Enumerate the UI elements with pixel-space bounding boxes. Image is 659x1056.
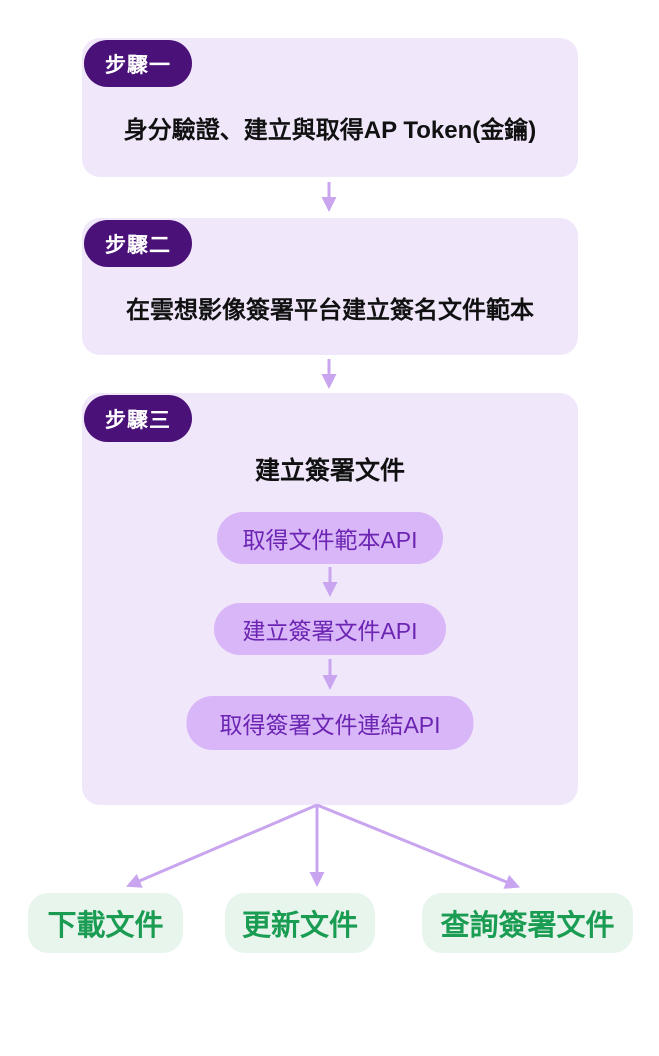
step-3-title: 建立簽署文件 [254, 457, 405, 485]
step-3-badge: 步驟三 [84, 395, 192, 442]
step-2-badge: 步驟二 [84, 220, 192, 267]
step-1-badge: 步驟一 [84, 40, 192, 87]
step-3-box: 步驟三 建立簽署文件 取得文件範本API 建立簽署文件API 取得簽署文件連結A… [82, 393, 578, 805]
api-pill-get-signing-link: 取得簽署文件連結API [186, 696, 474, 750]
action-update-document: 更新文件 [225, 893, 375, 953]
action-query-signed-document: 查詢簽署文件 [422, 893, 633, 953]
action-download-document: 下載文件 [28, 893, 183, 953]
step-2-description: 在雲想影像簽署平台建立簽名文件範本 [126, 297, 534, 324]
api-pill-get-template: 取得文件範本API [217, 512, 443, 564]
step-2-badge-label: 步驟二 [105, 233, 171, 257]
step-3-badge-label: 步驟三 [105, 408, 171, 432]
arrow-fan-right [316, 803, 521, 889]
api-pill-create-signing-doc: 建立簽署文件API [214, 603, 446, 655]
arrow-fan-left [125, 803, 318, 888]
step-1-box: 步驟一 身分驗證、建立與取得AP Token(金鑰) [82, 38, 578, 177]
step-1-badge-label: 步驟一 [105, 53, 171, 77]
step-1-description: 身分驗證、建立與取得AP Token(金鑰) [123, 117, 537, 144]
step-2-box: 步驟二 在雲想影像簽署平台建立簽名文件範本 [82, 218, 578, 355]
